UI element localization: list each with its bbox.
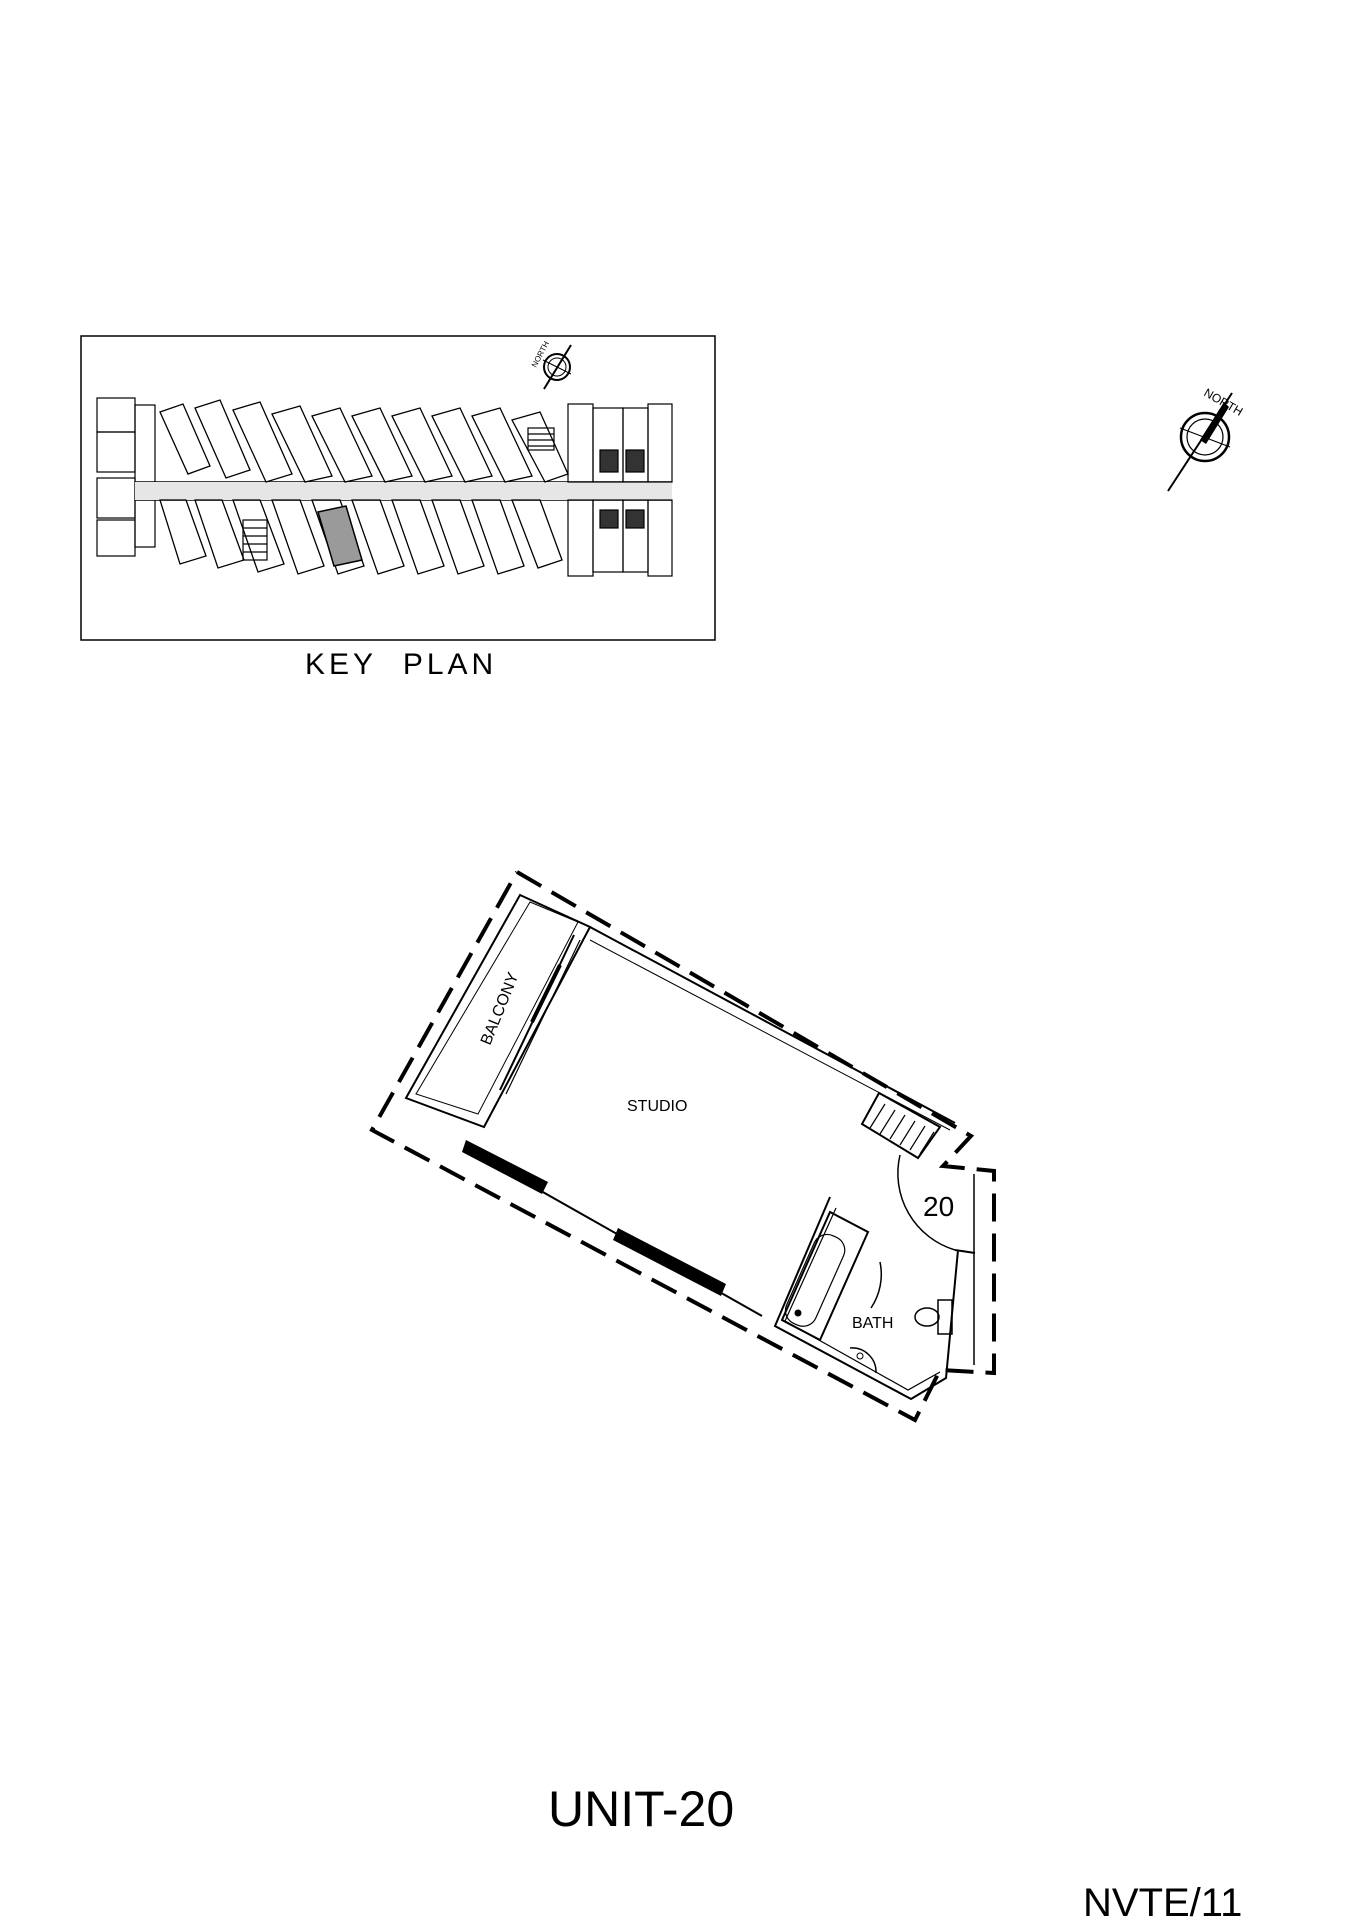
toilet — [914, 1299, 953, 1335]
highlighted-unit — [317, 505, 363, 567]
washbasin — [849, 1347, 877, 1374]
balcony-outline — [404, 893, 592, 1129]
balcony-label: BALCONY — [478, 970, 523, 1048]
key-plan-drawing: NORTH — [80, 335, 716, 641]
upper-unit-row — [159, 399, 569, 483]
wardrobe — [860, 1091, 942, 1160]
sheet-code: NVTE/11 — [1083, 1881, 1243, 1925]
unit-number-label: 20 — [923, 1191, 954, 1222]
unit-20-floor-plan: BALCONY STUDIO BATH 20 — [369, 870, 996, 1423]
bath-walls — [773, 1196, 959, 1401]
bathtub — [780, 1210, 870, 1342]
unit-title: UNIT-20 — [548, 1781, 735, 1837]
studio-label: STUDIO — [627, 1098, 687, 1115]
bath-label: BATH — [852, 1315, 893, 1332]
unit-boundary — [369, 870, 996, 1423]
solid-wall-right — [613, 1228, 726, 1296]
solid-wall-left — [462, 1140, 548, 1194]
bath-door-swing — [870, 1261, 883, 1309]
unit-north-arrow: NORTH — [1167, 385, 1245, 492]
building-footprint — [96, 397, 673, 577]
key-plan-caption: KEY PLAN — [305, 648, 498, 681]
key-plan-frame — [80, 335, 716, 641]
entrance-door — [897, 1154, 976, 1254]
